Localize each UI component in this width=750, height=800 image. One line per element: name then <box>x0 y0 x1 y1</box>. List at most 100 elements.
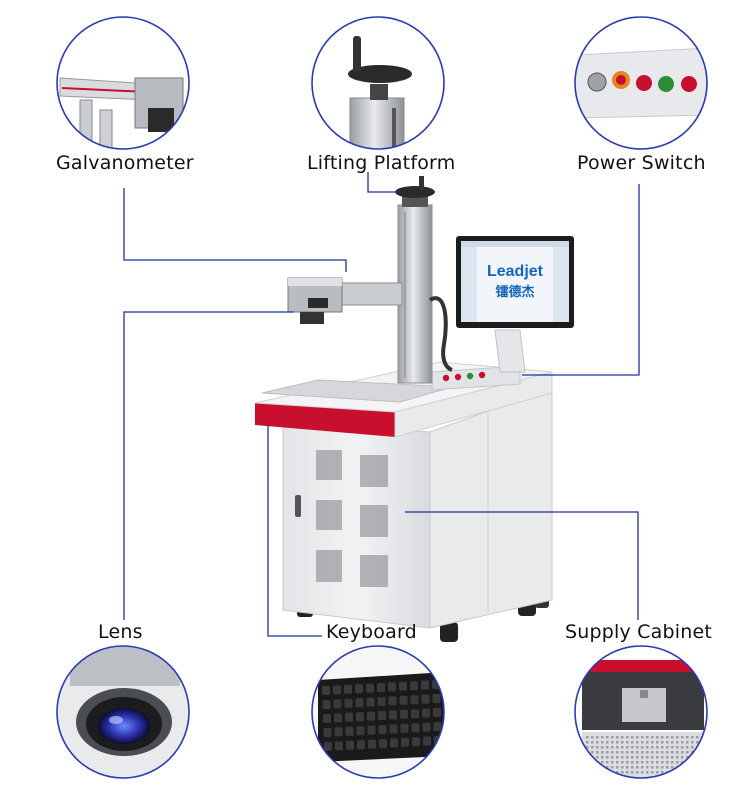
vent-hole <box>616 746 619 749</box>
vent-hole <box>656 746 659 749</box>
vent-hole <box>641 756 644 759</box>
key <box>334 727 343 737</box>
vent-hole <box>661 756 664 759</box>
vent-hole <box>671 741 674 744</box>
vent-hole <box>696 741 699 744</box>
callout-lines <box>123 172 640 637</box>
vent-hole <box>646 746 649 749</box>
lens-label: Lens <box>98 621 143 643</box>
key <box>333 699 342 709</box>
vent-hole <box>641 736 644 739</box>
key <box>401 737 409 747</box>
vent-hole <box>671 751 674 754</box>
vent-hole <box>661 751 664 754</box>
vent-grilles <box>316 450 388 587</box>
vent-hole <box>651 746 654 749</box>
vent-hole <box>641 751 644 754</box>
key <box>356 712 364 722</box>
vent-hole <box>701 746 704 749</box>
vent-hole <box>646 771 649 774</box>
vent-hole <box>696 736 699 739</box>
vent-hole <box>691 741 694 744</box>
key <box>367 711 375 721</box>
vent-hole <box>631 746 634 749</box>
vent-hole <box>646 761 649 764</box>
key <box>399 695 408 705</box>
vent-hole <box>636 756 639 759</box>
vent-hole <box>661 736 664 739</box>
hand-wheel <box>395 186 435 198</box>
vent-hole <box>691 746 694 749</box>
vent-hole <box>631 741 634 744</box>
vent-hole <box>661 766 664 769</box>
vent-hole <box>676 771 679 774</box>
cabinet-lock <box>295 495 301 517</box>
vent-hole <box>681 751 684 754</box>
key <box>400 709 408 719</box>
machine <box>254 176 574 642</box>
key <box>333 685 341 695</box>
vent-hole <box>691 736 694 739</box>
vent-hole <box>606 751 609 754</box>
key <box>355 684 363 694</box>
vent-hole <box>701 741 704 744</box>
vent-hole <box>666 761 669 764</box>
vent-hole <box>621 746 624 749</box>
key <box>422 722 431 732</box>
supply-cabinet-connector <box>405 511 639 620</box>
vent-hole <box>691 766 694 769</box>
key <box>324 742 332 751</box>
vent-hole <box>696 751 699 754</box>
keyboard-detail <box>311 645 445 779</box>
vent-hole <box>656 766 659 769</box>
vent-hole <box>676 736 679 739</box>
vent-hole <box>646 736 649 739</box>
vent-hole <box>601 736 604 739</box>
vent-hole <box>596 751 599 754</box>
key <box>433 708 441 717</box>
key <box>433 722 442 731</box>
vent-hole <box>671 746 674 749</box>
key <box>366 697 375 707</box>
vent-hole <box>691 771 694 774</box>
control-panel <box>431 365 521 391</box>
vent-hole <box>696 766 699 769</box>
keyboard-label: Keyboard <box>326 621 417 643</box>
vent-hole <box>631 736 634 739</box>
vent-hole <box>601 761 604 764</box>
lifting-platform-label: Lifting Platform <box>307 152 456 174</box>
screen-brand: Leadjet <box>487 263 544 280</box>
key <box>379 739 387 748</box>
vent-hole <box>676 751 679 754</box>
vent-hole <box>591 766 594 769</box>
vent-hole <box>641 771 644 774</box>
vent-hole <box>621 751 624 754</box>
vent-hole <box>621 771 624 774</box>
vent-hole <box>646 751 649 754</box>
key <box>357 740 365 750</box>
vent-hole <box>621 736 624 739</box>
vent-hole <box>651 751 654 754</box>
vent-hole <box>616 741 619 744</box>
key <box>400 723 409 733</box>
vent-hole <box>646 756 649 759</box>
vent-hole <box>586 771 589 774</box>
vent-hole <box>681 746 684 749</box>
vent-hole <box>636 761 639 764</box>
lifting-column <box>397 204 433 384</box>
vent-hole <box>636 771 639 774</box>
vent-hole <box>601 741 604 744</box>
vent-hole <box>631 766 634 769</box>
vent-hole <box>671 756 674 759</box>
key <box>356 726 365 736</box>
vent-hole <box>626 766 629 769</box>
vent-hole <box>666 751 669 754</box>
vent-hole <box>661 771 664 774</box>
vent-hole <box>686 766 689 769</box>
vent-hole <box>646 741 649 744</box>
key <box>421 694 430 704</box>
key <box>378 711 386 720</box>
vent-hole <box>626 761 629 764</box>
vent-hole <box>651 766 654 769</box>
